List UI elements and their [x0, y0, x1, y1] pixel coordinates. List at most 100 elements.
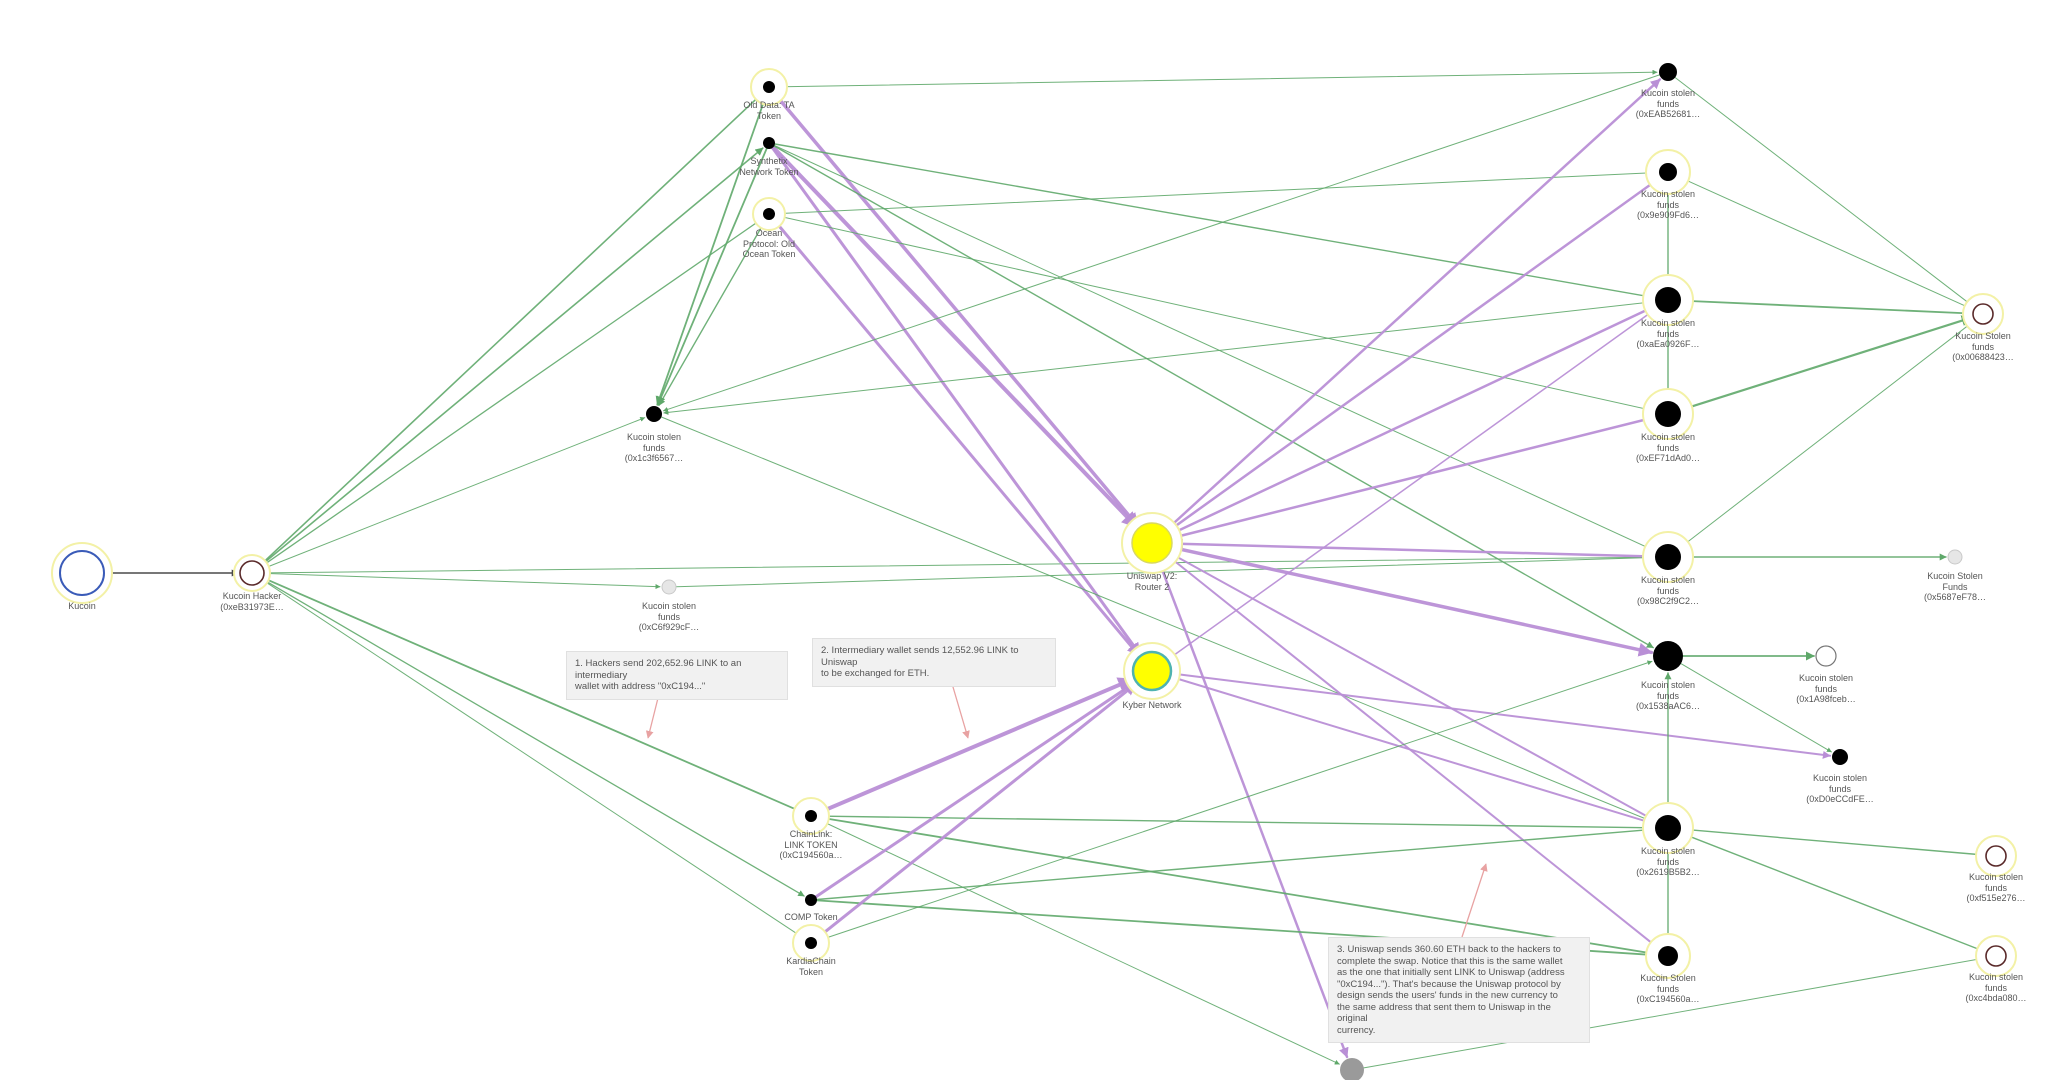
edge-synth-to-r3	[774, 143, 1654, 300]
edge-uni-to-r2	[1166, 177, 1661, 533]
node-kucoin[interactable]	[51, 542, 113, 604]
node-dot[interactable]	[1655, 287, 1681, 313]
node-label-hacker: Kucoin Hacker(0xeB31973E…	[220, 591, 284, 612]
node-r8[interactable]	[1645, 933, 1691, 979]
node-r7[interactable]	[1642, 802, 1694, 854]
node-dot[interactable]	[1655, 401, 1681, 427]
node-label-line: (0x9e909Fd6…	[1636, 210, 1700, 220]
node-f5[interactable]	[1975, 835, 2017, 877]
node-ocean[interactable]	[752, 197, 786, 231]
node-label-line: LINK TOKEN	[784, 839, 838, 850]
edge-hacker-to-chainlink	[262, 576, 805, 814]
node-dot[interactable]	[805, 937, 817, 949]
node-dot[interactable]	[1653, 641, 1683, 671]
node-label-line: Kucoin Hacker	[222, 591, 282, 601]
node-dot[interactable]	[1655, 544, 1681, 570]
node-label-line: Kucoin stolen	[1640, 846, 1696, 856]
node-dot[interactable]	[763, 137, 775, 149]
edge-r6-to-f4	[1680, 663, 1832, 753]
node-dot[interactable]	[805, 810, 817, 822]
node-dot[interactable]	[59, 550, 105, 596]
node-comp[interactable]	[805, 894, 817, 906]
node-dot[interactable]	[661, 579, 677, 595]
node-label-line: funds	[1656, 585, 1680, 596]
node-label-line: Kucoin stolen	[626, 432, 682, 442]
node-kyber[interactable]	[1123, 642, 1181, 700]
node-dot[interactable]	[239, 560, 265, 586]
node-r6[interactable]	[1653, 641, 1683, 671]
node-oldData[interactable]	[750, 68, 788, 106]
node-label-line: Kucoin stolen	[1640, 318, 1696, 328]
edge-uni-to-r3	[1168, 305, 1656, 536]
node-f6[interactable]	[1975, 935, 2017, 977]
node-hacker[interactable]	[233, 554, 271, 592]
node-dot[interactable]	[1655, 815, 1681, 841]
node-dot[interactable]	[763, 208, 775, 220]
node-kardia[interactable]	[792, 924, 830, 962]
node-dot[interactable]	[1659, 163, 1677, 181]
node-dot[interactable]	[1815, 645, 1837, 667]
node-dot[interactable]	[646, 406, 662, 422]
node-ks1c3f[interactable]	[646, 406, 662, 422]
node-r3[interactable]	[1642, 274, 1694, 326]
node-label-kucoin: Kucoin	[68, 601, 96, 612]
node-gray[interactable]	[1340, 1058, 1364, 1080]
node-dot[interactable]	[1972, 303, 1994, 325]
note-1-line: wallet with address "0xC194..."	[575, 681, 706, 692]
node-label-line: (0x1538aAC6…	[1635, 701, 1701, 711]
note-3-line: the same address that sent them to Unisw…	[1337, 1001, 1551, 1025]
node-uni[interactable]	[1121, 512, 1183, 574]
note-2-line: 2. Intermediary wallet sends 12,552.96 L…	[821, 645, 1019, 668]
edge-hacker-to-synth	[260, 147, 764, 567]
node-label-line: funds	[1656, 328, 1680, 339]
edge-chainlink-to-r8	[816, 816, 1658, 958]
node-label-chainlink: ChainLink:LINK TOKEN(0xC194560a…	[779, 829, 842, 861]
node-r2[interactable]	[1645, 149, 1691, 195]
node-label-line: (0xeB31973E…	[220, 601, 284, 612]
node-label-line: (0xD0eCCdFE…	[1806, 794, 1874, 804]
node-chainlink[interactable]	[792, 797, 830, 835]
node-label-line: funds	[1984, 982, 2008, 993]
node-label-line: Synthetix	[750, 156, 788, 166]
node-label-line: Kucoin stolen	[1640, 88, 1696, 98]
edge-oldData-to-uni	[771, 89, 1140, 528]
node-f1[interactable]	[1962, 293, 2004, 335]
node-f2[interactable]	[1947, 549, 1963, 565]
node-r1[interactable]	[1659, 63, 1677, 81]
node-dot[interactable]	[1832, 749, 1848, 765]
node-f3[interactable]	[1815, 645, 1837, 667]
node-dot[interactable]	[1658, 946, 1678, 966]
node-r5[interactable]	[1642, 531, 1694, 583]
node-label-line: (0x98C2f9C2…	[1636, 596, 1700, 606]
node-label-line: (0xC194560a…	[1636, 994, 1700, 1004]
node-dot[interactable]	[805, 894, 817, 906]
node-label-comp: COMP Token	[784, 912, 837, 923]
node-dot[interactable]	[1659, 63, 1677, 81]
node-r4[interactable]	[1642, 388, 1694, 440]
node-label-line: funds	[1656, 442, 1680, 453]
edge-uni-to-r6	[1169, 545, 1654, 657]
node-label-line: (0x00688423…	[1952, 352, 2014, 362]
node-synth[interactable]	[763, 137, 775, 149]
annotation-note-1: 1. Hackers send 202,652.96 LINK to an in…	[566, 651, 788, 700]
node-dot[interactable]	[1131, 650, 1173, 692]
node-dot[interactable]	[1340, 1058, 1364, 1080]
note-1-line: 1. Hackers send 202,652.96 LINK to an in…	[575, 658, 742, 681]
node-dot[interactable]	[763, 81, 775, 93]
node-label-line: Kucoin stolen	[1812, 773, 1868, 783]
node-f4[interactable]	[1832, 749, 1848, 765]
node-dot[interactable]	[1985, 845, 2007, 867]
edge-ocean-to-kyber	[771, 217, 1140, 657]
node-label-line: Ocean	[755, 228, 783, 238]
node-label-line: (0xc4bda080…	[1965, 993, 2027, 1003]
node-ksC6f[interactable]	[661, 579, 677, 595]
node-dot[interactable]	[1985, 945, 2007, 967]
node-label-line: Kucoin stolen	[1968, 872, 2024, 882]
edge-hacker-to-oldData	[259, 91, 765, 566]
node-dot[interactable]	[1131, 522, 1173, 564]
node-dot[interactable]	[1947, 549, 1963, 565]
node-layer	[51, 63, 2017, 1080]
